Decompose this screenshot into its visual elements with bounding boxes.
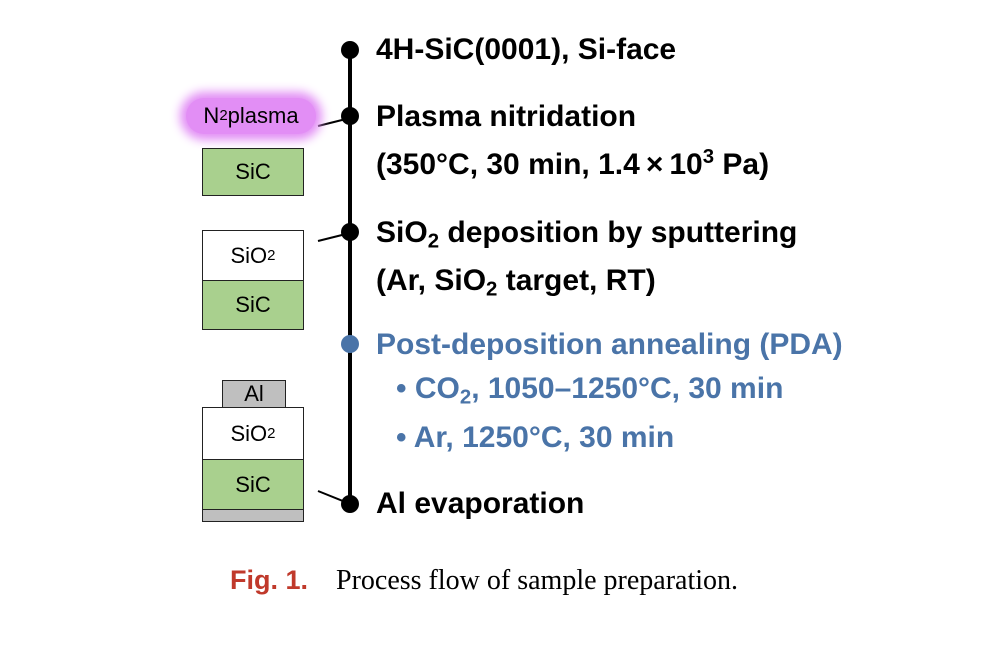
figure-caption: Fig. 1. Process flow of sample preparatio… (230, 565, 738, 597)
step-evaporation-title: Al evaporation (376, 487, 585, 520)
process-timeline (348, 48, 352, 505)
step-substrate-title: 4H-SiC(0001), Si-face (376, 33, 677, 66)
sic-layer-final: SiC (202, 459, 304, 511)
step-dot-nitridation (341, 107, 359, 125)
step-dot-pda (341, 335, 359, 353)
step-pda-bullet-ar: • Ar, 1250°C, 30 min (396, 421, 675, 454)
al-electrode-top: Al (222, 380, 286, 408)
sic-layer-deposition: SiC (202, 280, 304, 330)
figure-caption-text: Process flow of sample preparation. (336, 565, 739, 596)
step-pda-bullet-co2: • CO2, 1050–1250°C, 30 min (396, 372, 784, 409)
step-deposition-detail: (Ar, SiO2 target, RT) (376, 264, 656, 301)
figure-label: Fig. 1. (230, 565, 309, 595)
step-pda-title: Post-deposition annealing (PDA) (376, 328, 843, 361)
step-nitridation-detail: (350°C, 30 min, 1.4 × 103 Pa) (376, 145, 770, 181)
step-dot-substrate (341, 41, 359, 59)
step-dot-deposition (341, 223, 359, 241)
al-electrode-bottom (202, 509, 304, 522)
step-nitridation-title: Plasma nitridation (376, 100, 637, 133)
step-deposition-title: SiO2 deposition by sputtering (376, 216, 798, 253)
sic-layer-nitridation: SiC (202, 148, 304, 196)
